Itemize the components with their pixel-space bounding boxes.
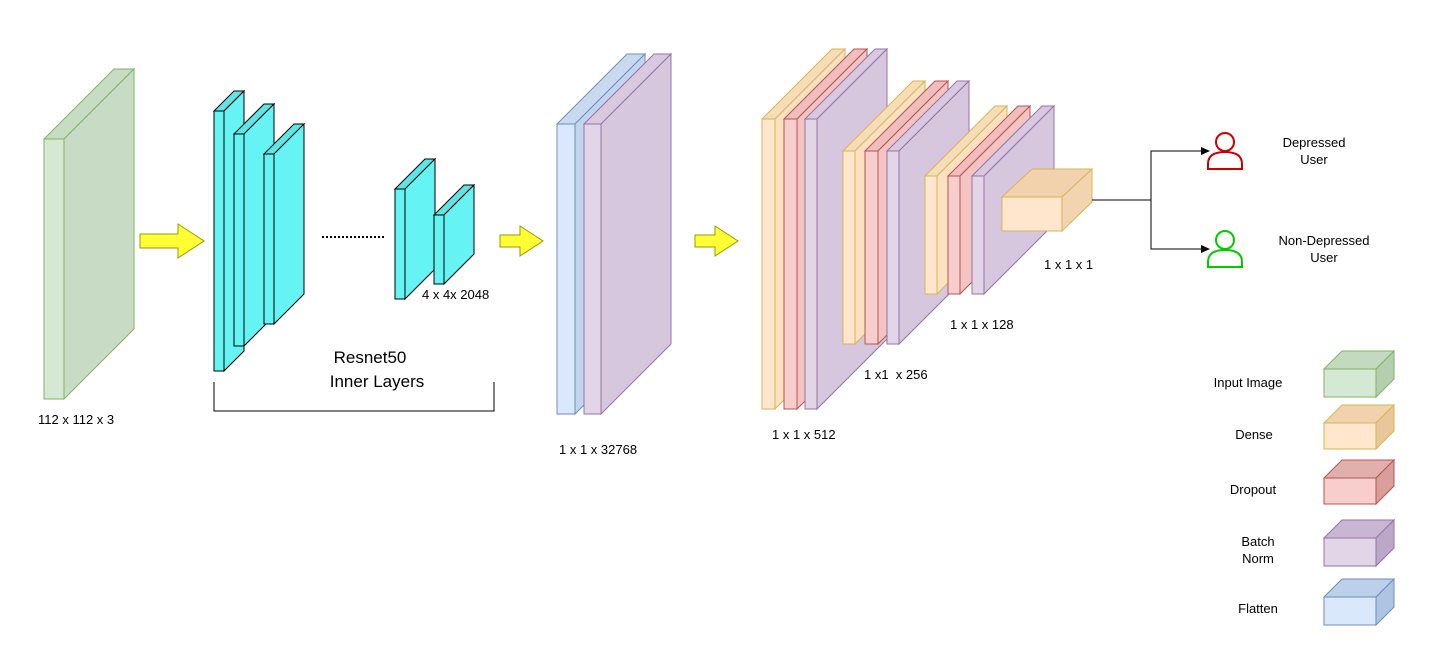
input-dim-label: 112 x 112 x 3 bbox=[38, 412, 114, 427]
resnet-title-line2: Inner Layers bbox=[330, 372, 425, 391]
output-dim-label: 1 x 1 x 1 bbox=[1044, 257, 1093, 272]
resnet-title-line1: Resnet50 bbox=[334, 348, 407, 367]
resnet-output-dim-label: 4 x 4x 2048 bbox=[422, 287, 489, 302]
legend-label: Dropout bbox=[1230, 482, 1277, 497]
legend-label: Dense bbox=[1235, 427, 1273, 442]
legend-label: Input Image bbox=[1214, 375, 1283, 390]
legend-item-flatten: Flatten bbox=[1238, 577, 1396, 627]
output-depressed-line2: User bbox=[1300, 152, 1328, 167]
block256-dim-label: 1 x1 x 256 bbox=[864, 367, 928, 382]
block128-dim-label: 1 x 1 x 128 bbox=[950, 317, 1014, 332]
output-depressed-line1: Depressed bbox=[1283, 135, 1346, 150]
input-image-layer bbox=[42, 67, 136, 401]
legend-item-dense: Dense bbox=[1235, 403, 1396, 451]
legend-item-batch-norm: Batch Norm bbox=[1241, 518, 1396, 568]
output-non-depressed-line1: Non-Depressed bbox=[1278, 233, 1369, 248]
legend-item-dropout: Dropout bbox=[1230, 458, 1396, 506]
legend-item-input-image: Input Image bbox=[1214, 349, 1396, 399]
user-icon bbox=[1207, 132, 1243, 170]
resnet-slab-5 bbox=[432, 183, 476, 286]
legend-label: Batch bbox=[1241, 534, 1274, 549]
resnet-slab-3 bbox=[262, 122, 306, 326]
legend: Input Image Dense Dropout Batch Norm Fla… bbox=[1214, 349, 1396, 627]
resnet-bracket bbox=[213, 382, 495, 412]
block512-dim-label: 1 x 1 x 512 bbox=[772, 427, 836, 442]
connector-arrowhead-non-depressed bbox=[1201, 245, 1210, 253]
legend-label: Norm bbox=[1242, 551, 1274, 566]
output-connectors bbox=[1092, 150, 1202, 250]
resnet-layers bbox=[212, 89, 476, 373]
resnet-slab-4 bbox=[393, 157, 437, 301]
flatten-batchnorm-layer bbox=[582, 52, 673, 416]
flatten-dim-label: 1 x 1 x 32768 bbox=[559, 442, 637, 457]
arrow-1 bbox=[139, 223, 205, 259]
output-non-depressed-line2: User bbox=[1310, 250, 1338, 265]
arrow-2 bbox=[499, 225, 544, 257]
user-icon bbox=[1207, 230, 1243, 268]
legend-label: Flatten bbox=[1238, 601, 1278, 616]
connector-arrowhead-depressed bbox=[1201, 147, 1210, 155]
output-dense-cube bbox=[1000, 167, 1094, 233]
arrow-3 bbox=[694, 225, 739, 257]
dense-128-block bbox=[923, 104, 1056, 296]
